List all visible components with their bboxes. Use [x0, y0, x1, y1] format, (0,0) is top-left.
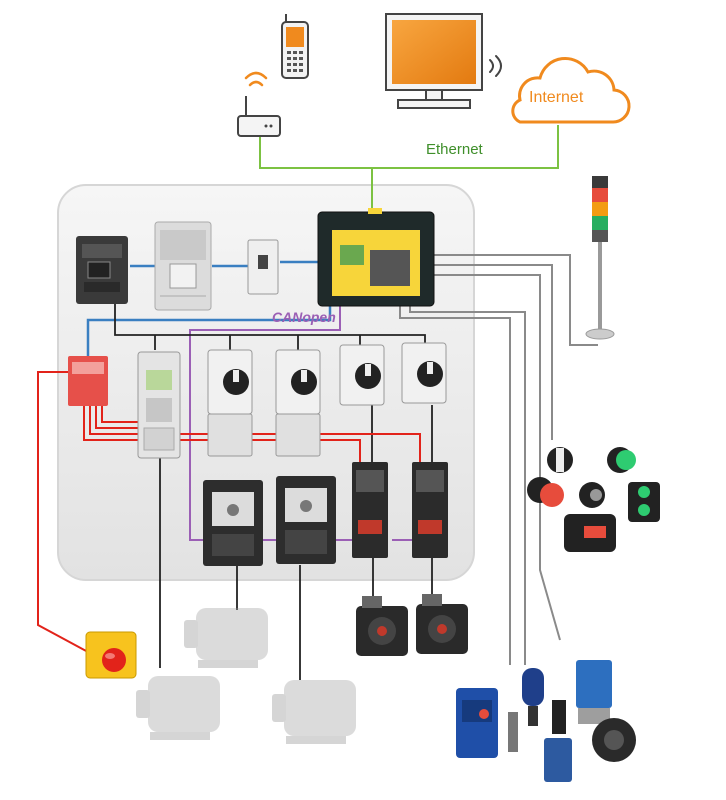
ethernet-label: Ethernet — [426, 141, 483, 158]
motor-controller — [137, 351, 181, 459]
ac-motor-1 — [184, 608, 268, 668]
power-wiring — [86, 260, 332, 356]
motor-circuit-breaker-1 — [207, 349, 253, 457]
signal-tower-light-icon — [585, 176, 615, 340]
ac-motor-3 — [272, 680, 356, 744]
canopen-label: CANopen — [272, 309, 336, 325]
servo-motor-1 — [356, 596, 408, 656]
variable-speed-drive-2 — [276, 476, 336, 564]
servo-motor-2 — [416, 594, 468, 654]
hmi-touchscreen — [317, 208, 435, 307]
computer-monitor-icon — [385, 13, 483, 109]
sensor-cluster — [456, 660, 636, 782]
wifi-signal-icon — [244, 71, 268, 87]
mobile-phone-icon — [281, 14, 309, 79]
wifi-signal-icon — [489, 55, 502, 77]
ac-motor-2 — [136, 676, 220, 740]
circuit-breaker — [76, 236, 128, 304]
power-supply — [154, 221, 212, 311]
safety-wiring — [37, 371, 421, 653]
motor-circuit-breaker-2 — [275, 349, 321, 457]
wireless-router-icon — [237, 96, 281, 137]
internet-label: Internet — [529, 89, 584, 106]
emergency-stop-station — [85, 631, 137, 679]
safety-relay — [68, 356, 108, 406]
pushbutton-cluster — [527, 447, 660, 552]
field-device-wiring — [399, 254, 598, 665]
servo-drive-2 — [412, 462, 448, 558]
ethernet-wiring — [259, 125, 559, 212]
motor-circuit-breaker-4 — [401, 342, 447, 404]
internet-cloud-icon — [511, 56, 631, 124]
servo-drive-1 — [352, 462, 388, 558]
variable-speed-drive-1 — [203, 480, 263, 566]
miniature-breaker — [247, 239, 279, 295]
motor-circuit-breaker-3 — [339, 344, 385, 406]
canopen-bus-wiring — [189, 305, 412, 541]
